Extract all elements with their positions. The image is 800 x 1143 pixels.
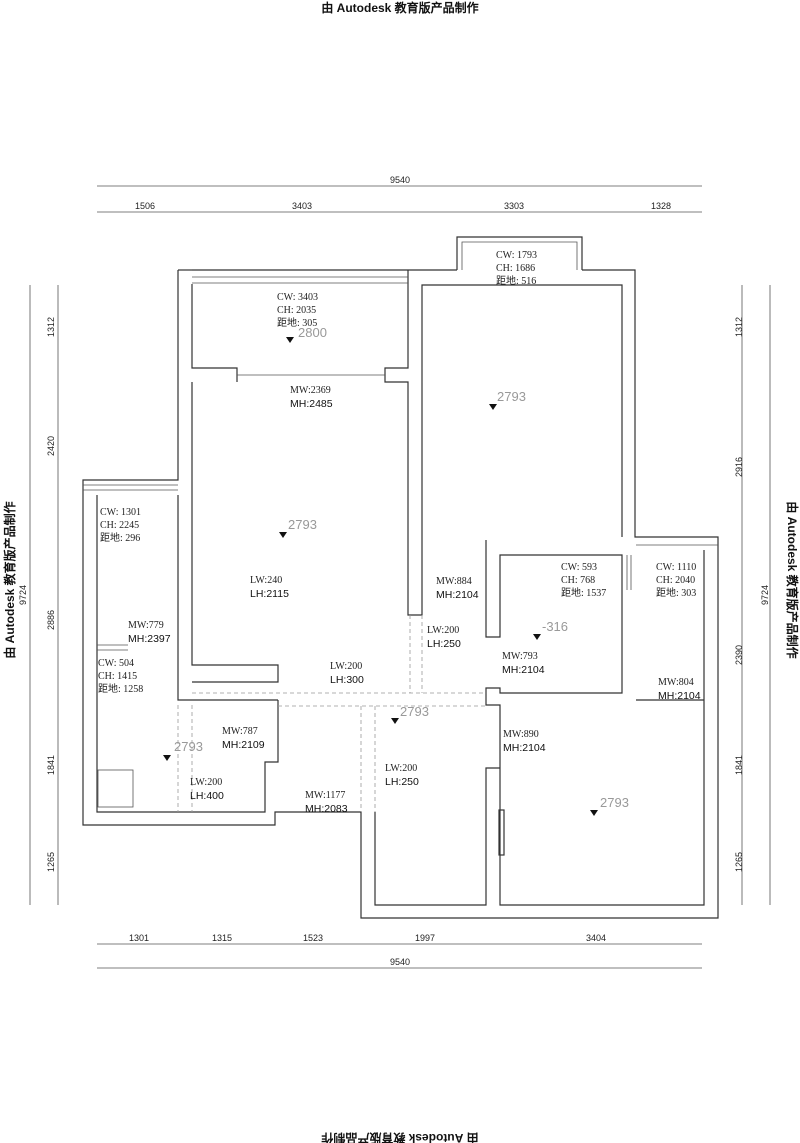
dim-left: 1312	[46, 317, 56, 337]
level-label: -316	[542, 619, 568, 634]
window-labels: CW: 3403 CH: 2035 距地: 305 CW: 1793 CH: 1…	[98, 250, 696, 695]
level-label: 2793	[400, 704, 429, 719]
window-height: CH: 1415	[98, 671, 137, 682]
dimension-lines	[29, 185, 771, 969]
door-height: MH:2397	[128, 633, 171, 645]
door-height: MH:2104	[658, 690, 701, 702]
window-height: CH: 768	[561, 575, 595, 586]
window-width: CW: 593	[561, 562, 597, 573]
door-height: MH:2083	[305, 803, 348, 815]
door-height: MH:2104	[503, 742, 546, 754]
watermark-left: 由 Autodesk 教育版产品制作	[2, 501, 17, 658]
window-width: CW: 1301	[100, 507, 141, 518]
window-width: CW: 1793	[496, 250, 537, 261]
door-height: MH:2104	[502, 664, 545, 676]
door-width: MW:779	[128, 620, 164, 631]
beam-height: LH:300	[330, 674, 364, 686]
watermark-bottom: 由 Autodesk 教育版产品制作	[321, 1131, 478, 1143]
beam-width: LW:200	[330, 661, 362, 672]
dim-left-total: 9724	[18, 585, 28, 605]
window-sill: 距地: 1537	[561, 586, 606, 599]
window-sill: 距地: 305	[277, 316, 317, 329]
beam-width: LW:200	[190, 777, 222, 788]
window-sill: 距地: 296	[100, 531, 140, 544]
window-height: CH: 2040	[656, 575, 695, 586]
dim-left: 2886	[46, 610, 56, 630]
dim-left: 1265	[46, 852, 56, 872]
dim-bottom: 1301	[129, 933, 149, 943]
door-width: MW:793	[502, 651, 538, 662]
beam-height: LH:250	[385, 776, 419, 788]
window-sill: 距地: 1258	[98, 682, 143, 695]
dim-bottom-total: 9540	[390, 957, 410, 967]
level-triangle-icon	[286, 337, 294, 343]
beam-height: LH:2115	[250, 588, 289, 600]
door-height: MH:2109	[222, 739, 265, 751]
level-triangle-icon	[279, 532, 287, 538]
dim-top: 3303	[504, 201, 524, 211]
dim-bottom: 1523	[303, 933, 323, 943]
watermark-right: 由 Autodesk 教育版产品制作	[785, 501, 800, 658]
window-height: CH: 2035	[277, 305, 316, 316]
dim-right-total: 9724	[760, 585, 770, 605]
dim-bottom: 1315	[212, 933, 232, 943]
window-height: CH: 1686	[496, 263, 535, 274]
door-width: MW:804	[658, 677, 694, 688]
dim-right: 1841	[734, 755, 744, 775]
beam-height: LH:250	[427, 638, 461, 650]
door-width: MW:2369	[290, 385, 331, 396]
beam-height: LH:400	[190, 790, 224, 802]
door-height: MH:2485	[290, 398, 333, 410]
window-width: CW: 504	[98, 658, 134, 669]
watermark-top: 由 Autodesk 教育版产品制作	[321, 0, 478, 15]
dim-bottom: 1997	[415, 933, 435, 943]
level-label: 2800	[298, 325, 327, 340]
level-markers	[163, 337, 598, 816]
dim-top: 3403	[292, 201, 312, 211]
level-triangle-icon	[590, 810, 598, 816]
dim-right: 1265	[734, 852, 744, 872]
level-triangle-icon	[489, 404, 497, 410]
window-sill: 距地: 516	[496, 274, 536, 287]
dim-top: 1506	[135, 201, 155, 211]
window-width: CW: 3403	[277, 292, 318, 303]
level-label: 2793	[497, 389, 526, 404]
window-height: CH: 2245	[100, 520, 139, 531]
dim-right: 2916	[734, 457, 744, 477]
beam-width: LW:200	[385, 763, 417, 774]
dim-right: 1312	[734, 317, 744, 337]
door-width: MW:890	[503, 729, 539, 740]
level-label: 2793	[288, 517, 317, 532]
door-width: MW:1177	[305, 790, 345, 801]
level-label: 2793	[600, 795, 629, 810]
window-width: CW: 1110	[656, 562, 696, 573]
door-labels: MW:2369 MH:2485 MW:884 MH:2104 MW:779 MH…	[128, 385, 701, 815]
dim-bottom: 3404	[586, 933, 606, 943]
dim-top: 1328	[651, 201, 671, 211]
window-sill: 距地: 303	[656, 586, 696, 599]
walls	[82, 236, 719, 919]
level-triangle-icon	[391, 718, 399, 724]
dim-right: 2390	[734, 645, 744, 665]
dim-left: 2420	[46, 436, 56, 456]
dim-left: 1841	[46, 755, 56, 775]
door-width: MW:884	[436, 576, 472, 587]
level-triangle-icon	[163, 755, 171, 761]
level-triangle-icon	[533, 634, 541, 640]
beam-width: LW:200	[427, 625, 459, 636]
door-width: MW:787	[222, 726, 258, 737]
dim-top-total: 9540	[390, 175, 410, 185]
beam-width: LW:240	[250, 575, 282, 586]
door-height: MH:2104	[436, 589, 479, 601]
beam-labels: LW:240 LH:2115 LW:200 LH:250 LW:200 LH:3…	[190, 575, 461, 802]
level-label: 2793	[174, 739, 203, 754]
